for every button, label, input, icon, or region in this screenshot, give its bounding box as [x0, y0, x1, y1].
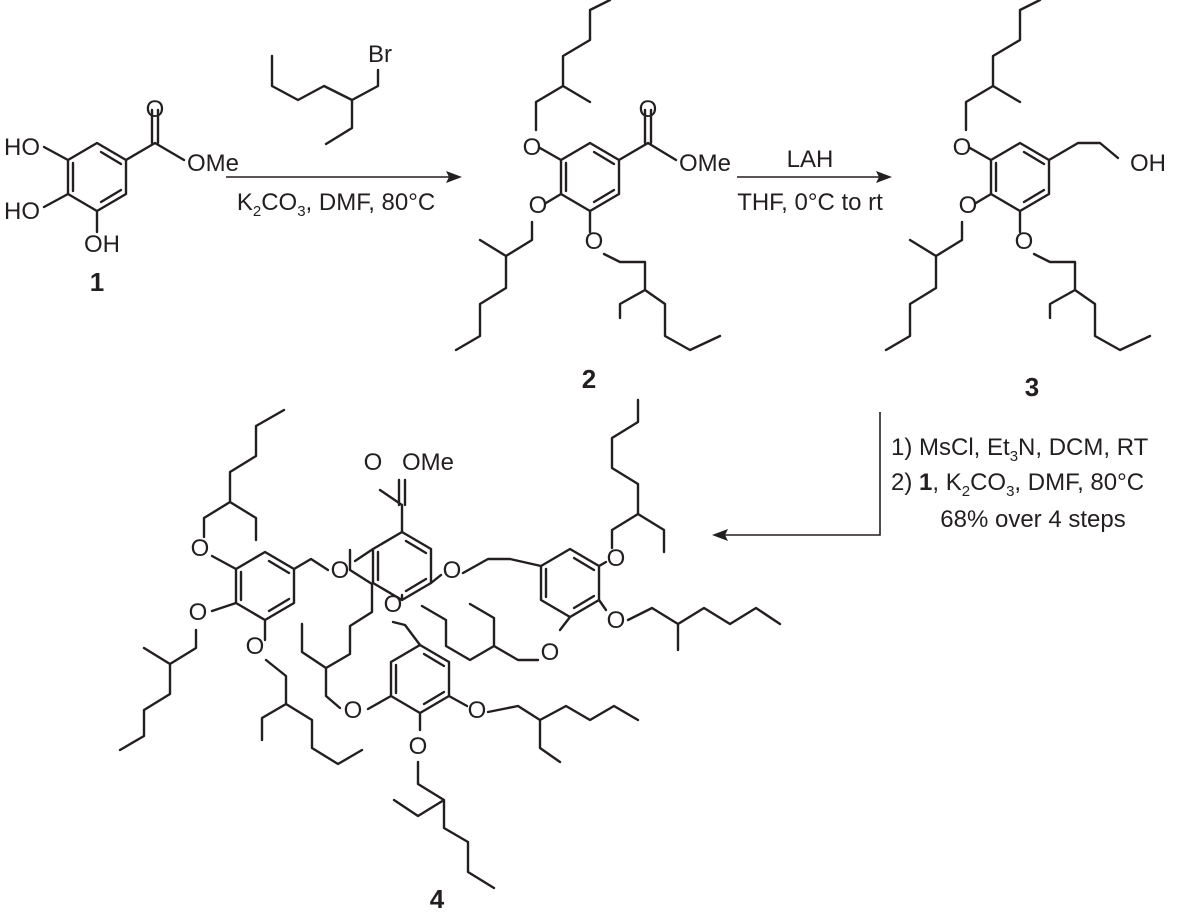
- ether-oxygen-label: O: [541, 639, 560, 666]
- ether-oxygen-label: O: [189, 599, 208, 626]
- step3-line1: 1) MsCl, Et3N, DCM, RT: [891, 434, 1149, 465]
- compound-1-number: 1: [90, 267, 104, 297]
- ether-oxygen-label: O: [331, 557, 350, 584]
- compound-1-structure: O OMe HO HO OH 1: [4, 96, 239, 297]
- ester-ome-label: OMe: [187, 150, 239, 177]
- step2-conditions: THF, 0°C to rt: [737, 189, 883, 216]
- ether-oxygen-label: O: [344, 697, 363, 724]
- ether-oxygen-label: O: [409, 733, 428, 760]
- ethylhexyl-bromide-structure: Br: [270, 41, 392, 146]
- step1-conditions: K2CO3, DMF, 80°C: [237, 189, 435, 220]
- ether-oxygen-label: O: [953, 134, 972, 161]
- compound-3-number: 3: [1025, 372, 1039, 402]
- hydroxyl-label: HO: [4, 198, 40, 225]
- compound-4-number: 4: [430, 884, 445, 914]
- compound-2-number: 2: [582, 364, 596, 394]
- ester-ome-label: OMe: [679, 150, 731, 177]
- hydroxyl-label: HO: [4, 134, 40, 161]
- step2-reagent: LAH: [787, 146, 834, 173]
- step3-line2: 2) 1, K2CO3, DMF, 80°C: [891, 469, 1144, 500]
- carbonyl-oxygen-label: O: [639, 96, 658, 123]
- ether-oxygen-label: O: [607, 545, 626, 572]
- ester-ome-label: OMe: [402, 449, 454, 476]
- ether-oxygen-label: O: [1015, 228, 1034, 255]
- reaction-arrow-3: 1) MsCl, Et3N, DCM, RT 2) 1, K2CO3, DMF,…: [712, 412, 1149, 541]
- hydroxyl-label: OH: [1130, 150, 1166, 177]
- ether-oxygen-label: O: [529, 192, 548, 219]
- ether-oxygen-label: O: [191, 535, 210, 562]
- ether-oxygen-label: O: [959, 192, 978, 219]
- hydroxyl-label: OH: [84, 231, 120, 258]
- ether-oxygen-label: O: [384, 591, 403, 618]
- ether-oxygen-label: O: [585, 228, 604, 255]
- ether-oxygen-label: O: [607, 607, 626, 634]
- ether-oxygen-label: O: [523, 134, 542, 161]
- carbonyl-oxygen-label: O: [146, 96, 165, 123]
- bromine-label: Br: [368, 41, 392, 68]
- compound-3-structure: OH O O O 3: [884, 0, 1166, 402]
- step3-yield: 68% over 4 steps: [940, 506, 1125, 533]
- ether-oxygen-label: O: [246, 633, 265, 660]
- ether-oxygen-label: O: [443, 557, 462, 584]
- carbonyl-oxygen-label: O: [364, 449, 383, 476]
- ether-oxygen-label: O: [468, 697, 487, 724]
- reaction-arrow-2: LAH THF, 0°C to rt: [737, 146, 892, 216]
- compound-2-structure: O OMe O O O 2: [454, 0, 731, 394]
- reaction-arrow-1: K2CO3, DMF, 80°C: [226, 171, 462, 220]
- compound-4-structure: O OMe O O O O O O O O O: [118, 398, 782, 914]
